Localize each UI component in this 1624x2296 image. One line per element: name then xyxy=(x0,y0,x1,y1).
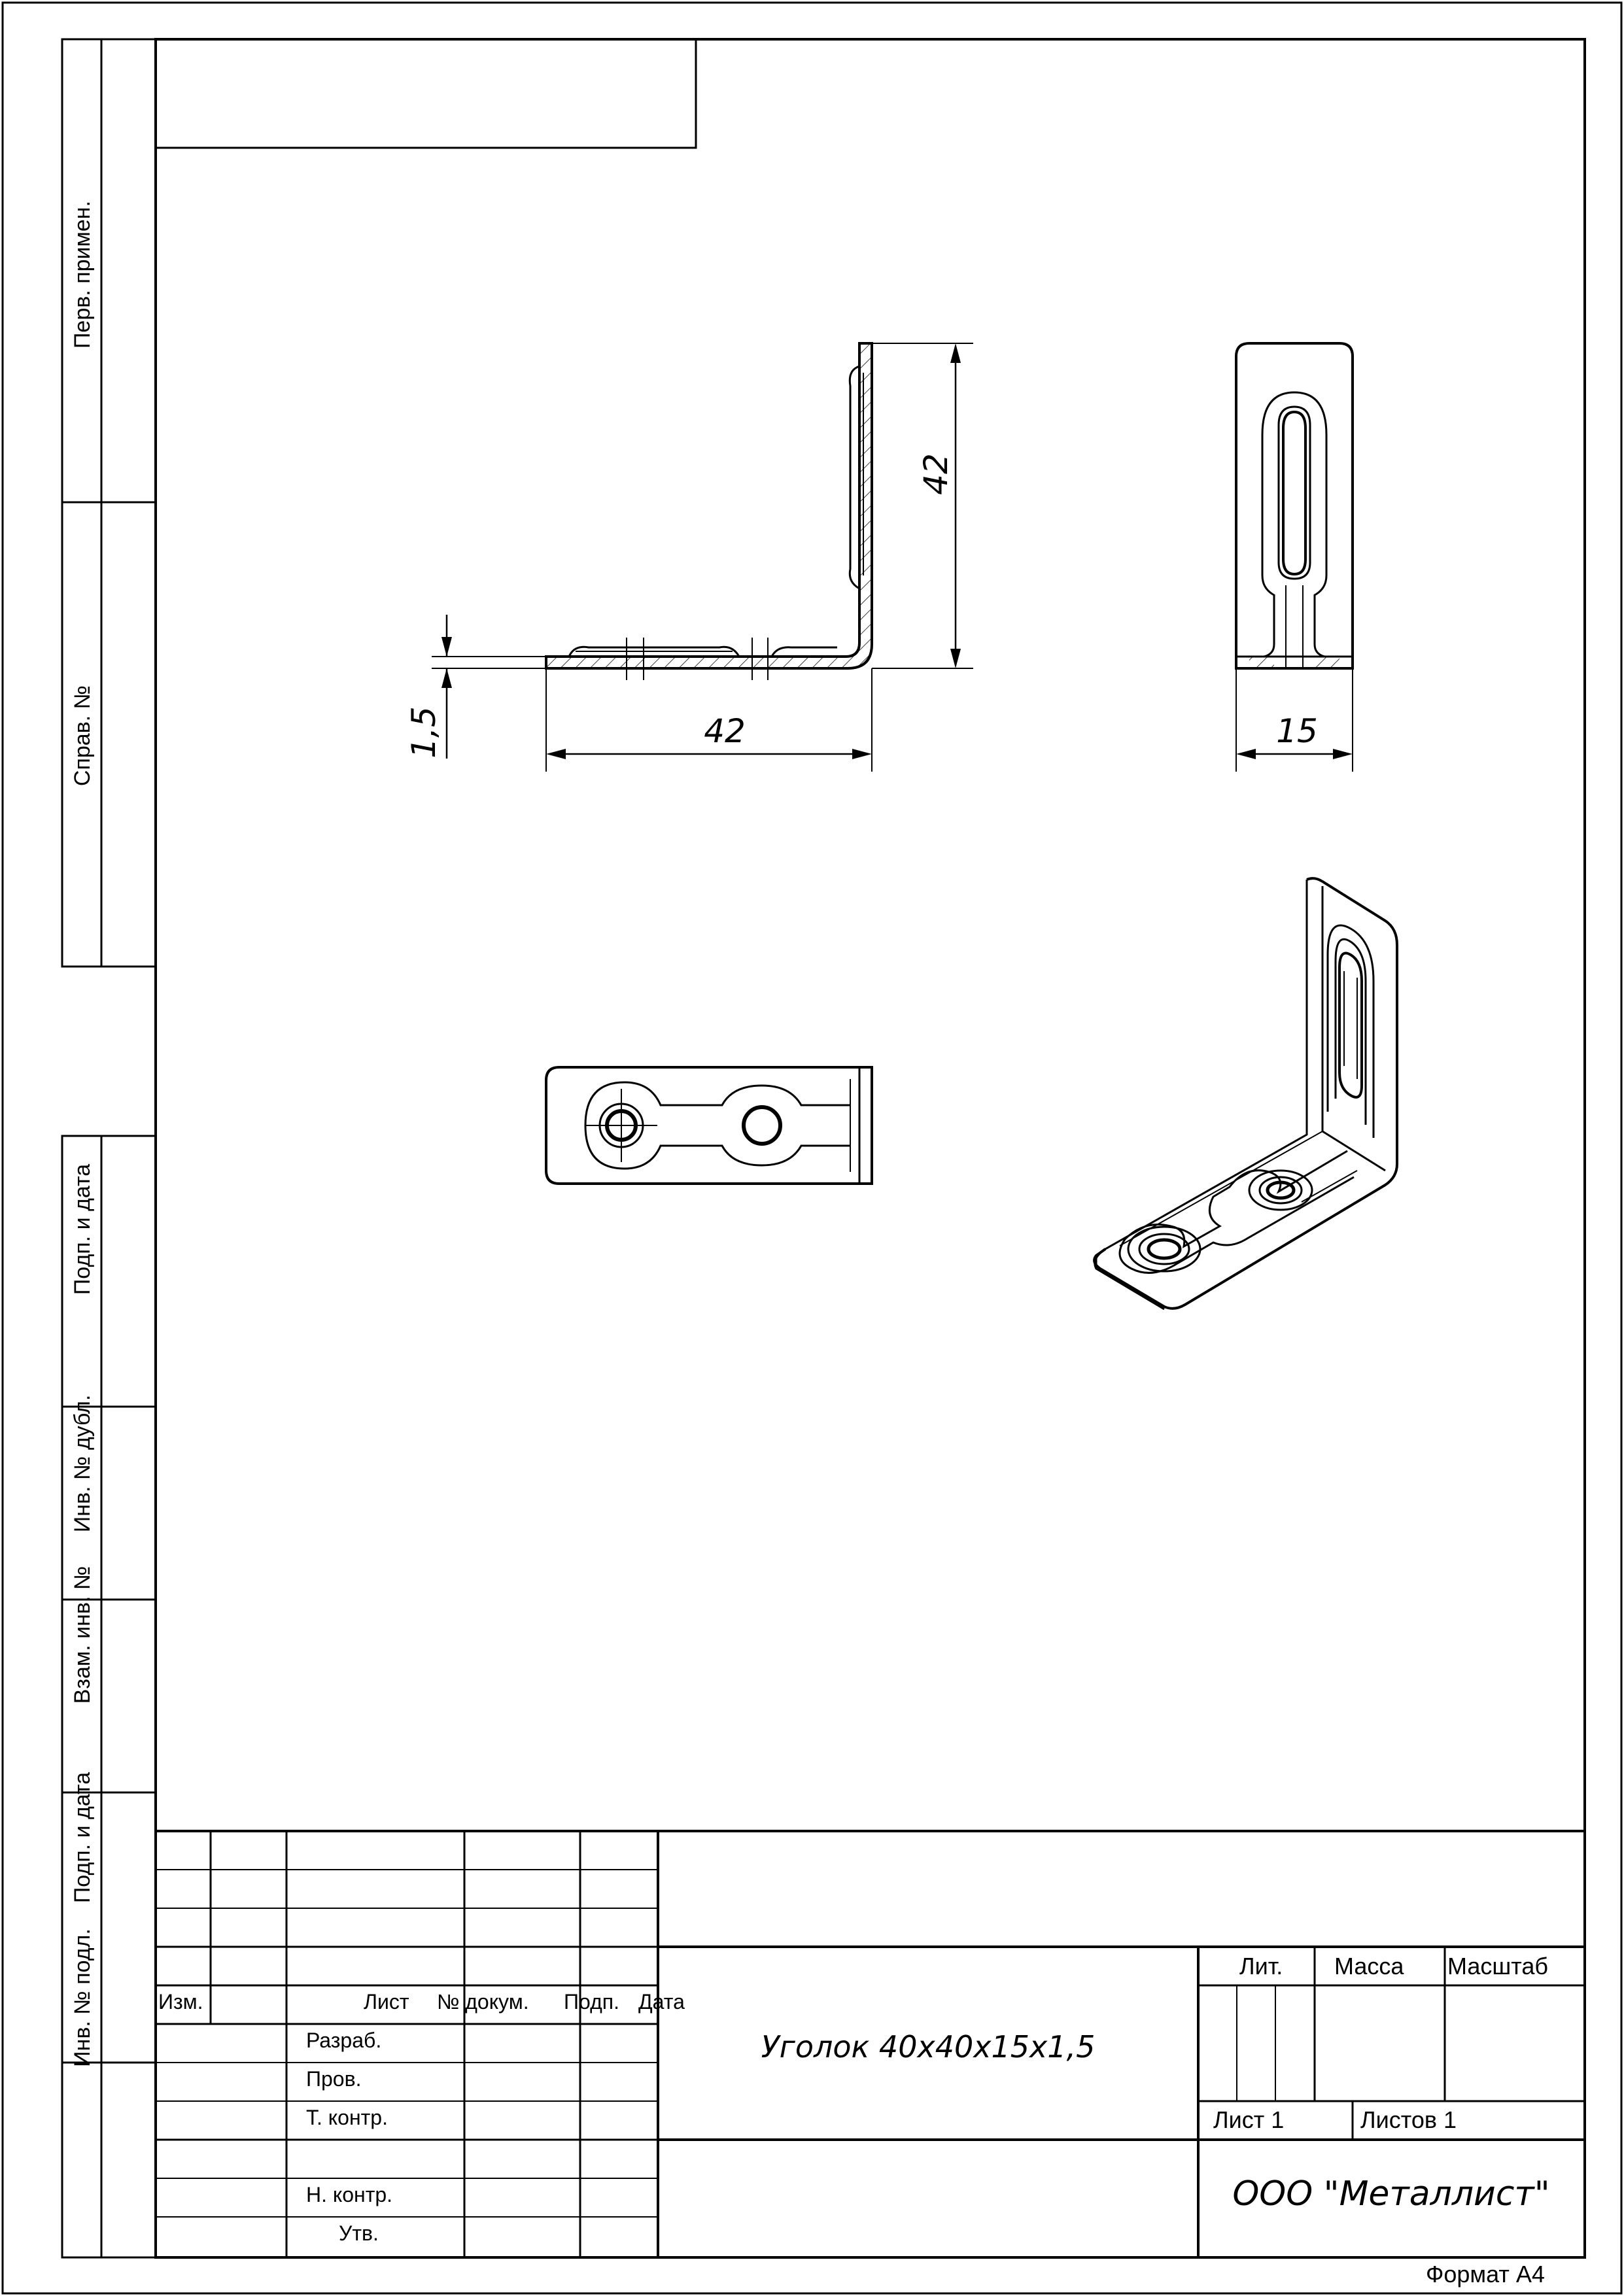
dim-front-width: 42 xyxy=(704,712,746,750)
tb-masshtab: Масштаб xyxy=(1447,1953,1548,1979)
tb-designation: Уголок 40х40х15х1,5 xyxy=(761,2029,1096,2065)
inv-no-dubl-label: Инв. № дубл. xyxy=(70,1395,95,1533)
dim-thickness: 1,5 xyxy=(405,706,443,759)
front-view xyxy=(545,342,873,680)
inv-no-podl-label: Инв. № подл. xyxy=(70,1928,95,2067)
tb-header-data: Дата xyxy=(638,1990,685,2013)
vzam-inv-no-label: Взам. инв. № xyxy=(70,1566,95,1704)
tb-massa: Масса xyxy=(1334,1953,1404,1979)
title-block xyxy=(156,1830,1585,2257)
perv-primen-label: Перв. примен. xyxy=(70,201,95,349)
tb-organization: ООО "Металлист" xyxy=(1232,2174,1549,2214)
side-view-dimensions xyxy=(1235,668,1353,772)
podp-data-label-1: Подп. и дата xyxy=(70,1164,95,1295)
top-view xyxy=(545,1066,873,1185)
tb-lit: Лит. xyxy=(1239,1953,1283,1979)
tb-role-razrab: Разраб. xyxy=(306,2029,381,2052)
side-view xyxy=(1235,342,1354,670)
dim-side-width: 15 xyxy=(1276,712,1318,750)
tb-header-list: Лист xyxy=(364,1990,409,2013)
tb-listov: Листов 1 xyxy=(1360,2106,1457,2133)
tb-role-t-kontr: Т. контр. xyxy=(306,2106,388,2129)
front-view-dimensions xyxy=(432,343,973,772)
tb-role-utv: Утв. xyxy=(339,2221,379,2245)
tb-header-podp: Подп. xyxy=(564,1990,619,2013)
tb-header-no-dokum: № докум. xyxy=(437,1990,529,2013)
tb-list-num: Лист 1 xyxy=(1213,2106,1284,2133)
podp-data-label-2: Подп. и дата xyxy=(70,1772,95,1903)
top-left-box xyxy=(156,39,697,149)
dim-front-height: 42 xyxy=(917,453,955,495)
sprav-no-label: Справ. № xyxy=(70,685,95,786)
isometric-view xyxy=(1093,877,1398,1311)
tb-role-prov: Пров. xyxy=(306,2067,361,2091)
tb-header-izm: Изм. xyxy=(158,1990,203,2013)
left-sidebar xyxy=(61,38,157,2259)
tb-role-n-kontr: Н. контр. xyxy=(306,2183,392,2206)
format-label: Формат А4 xyxy=(1426,2261,1545,2287)
